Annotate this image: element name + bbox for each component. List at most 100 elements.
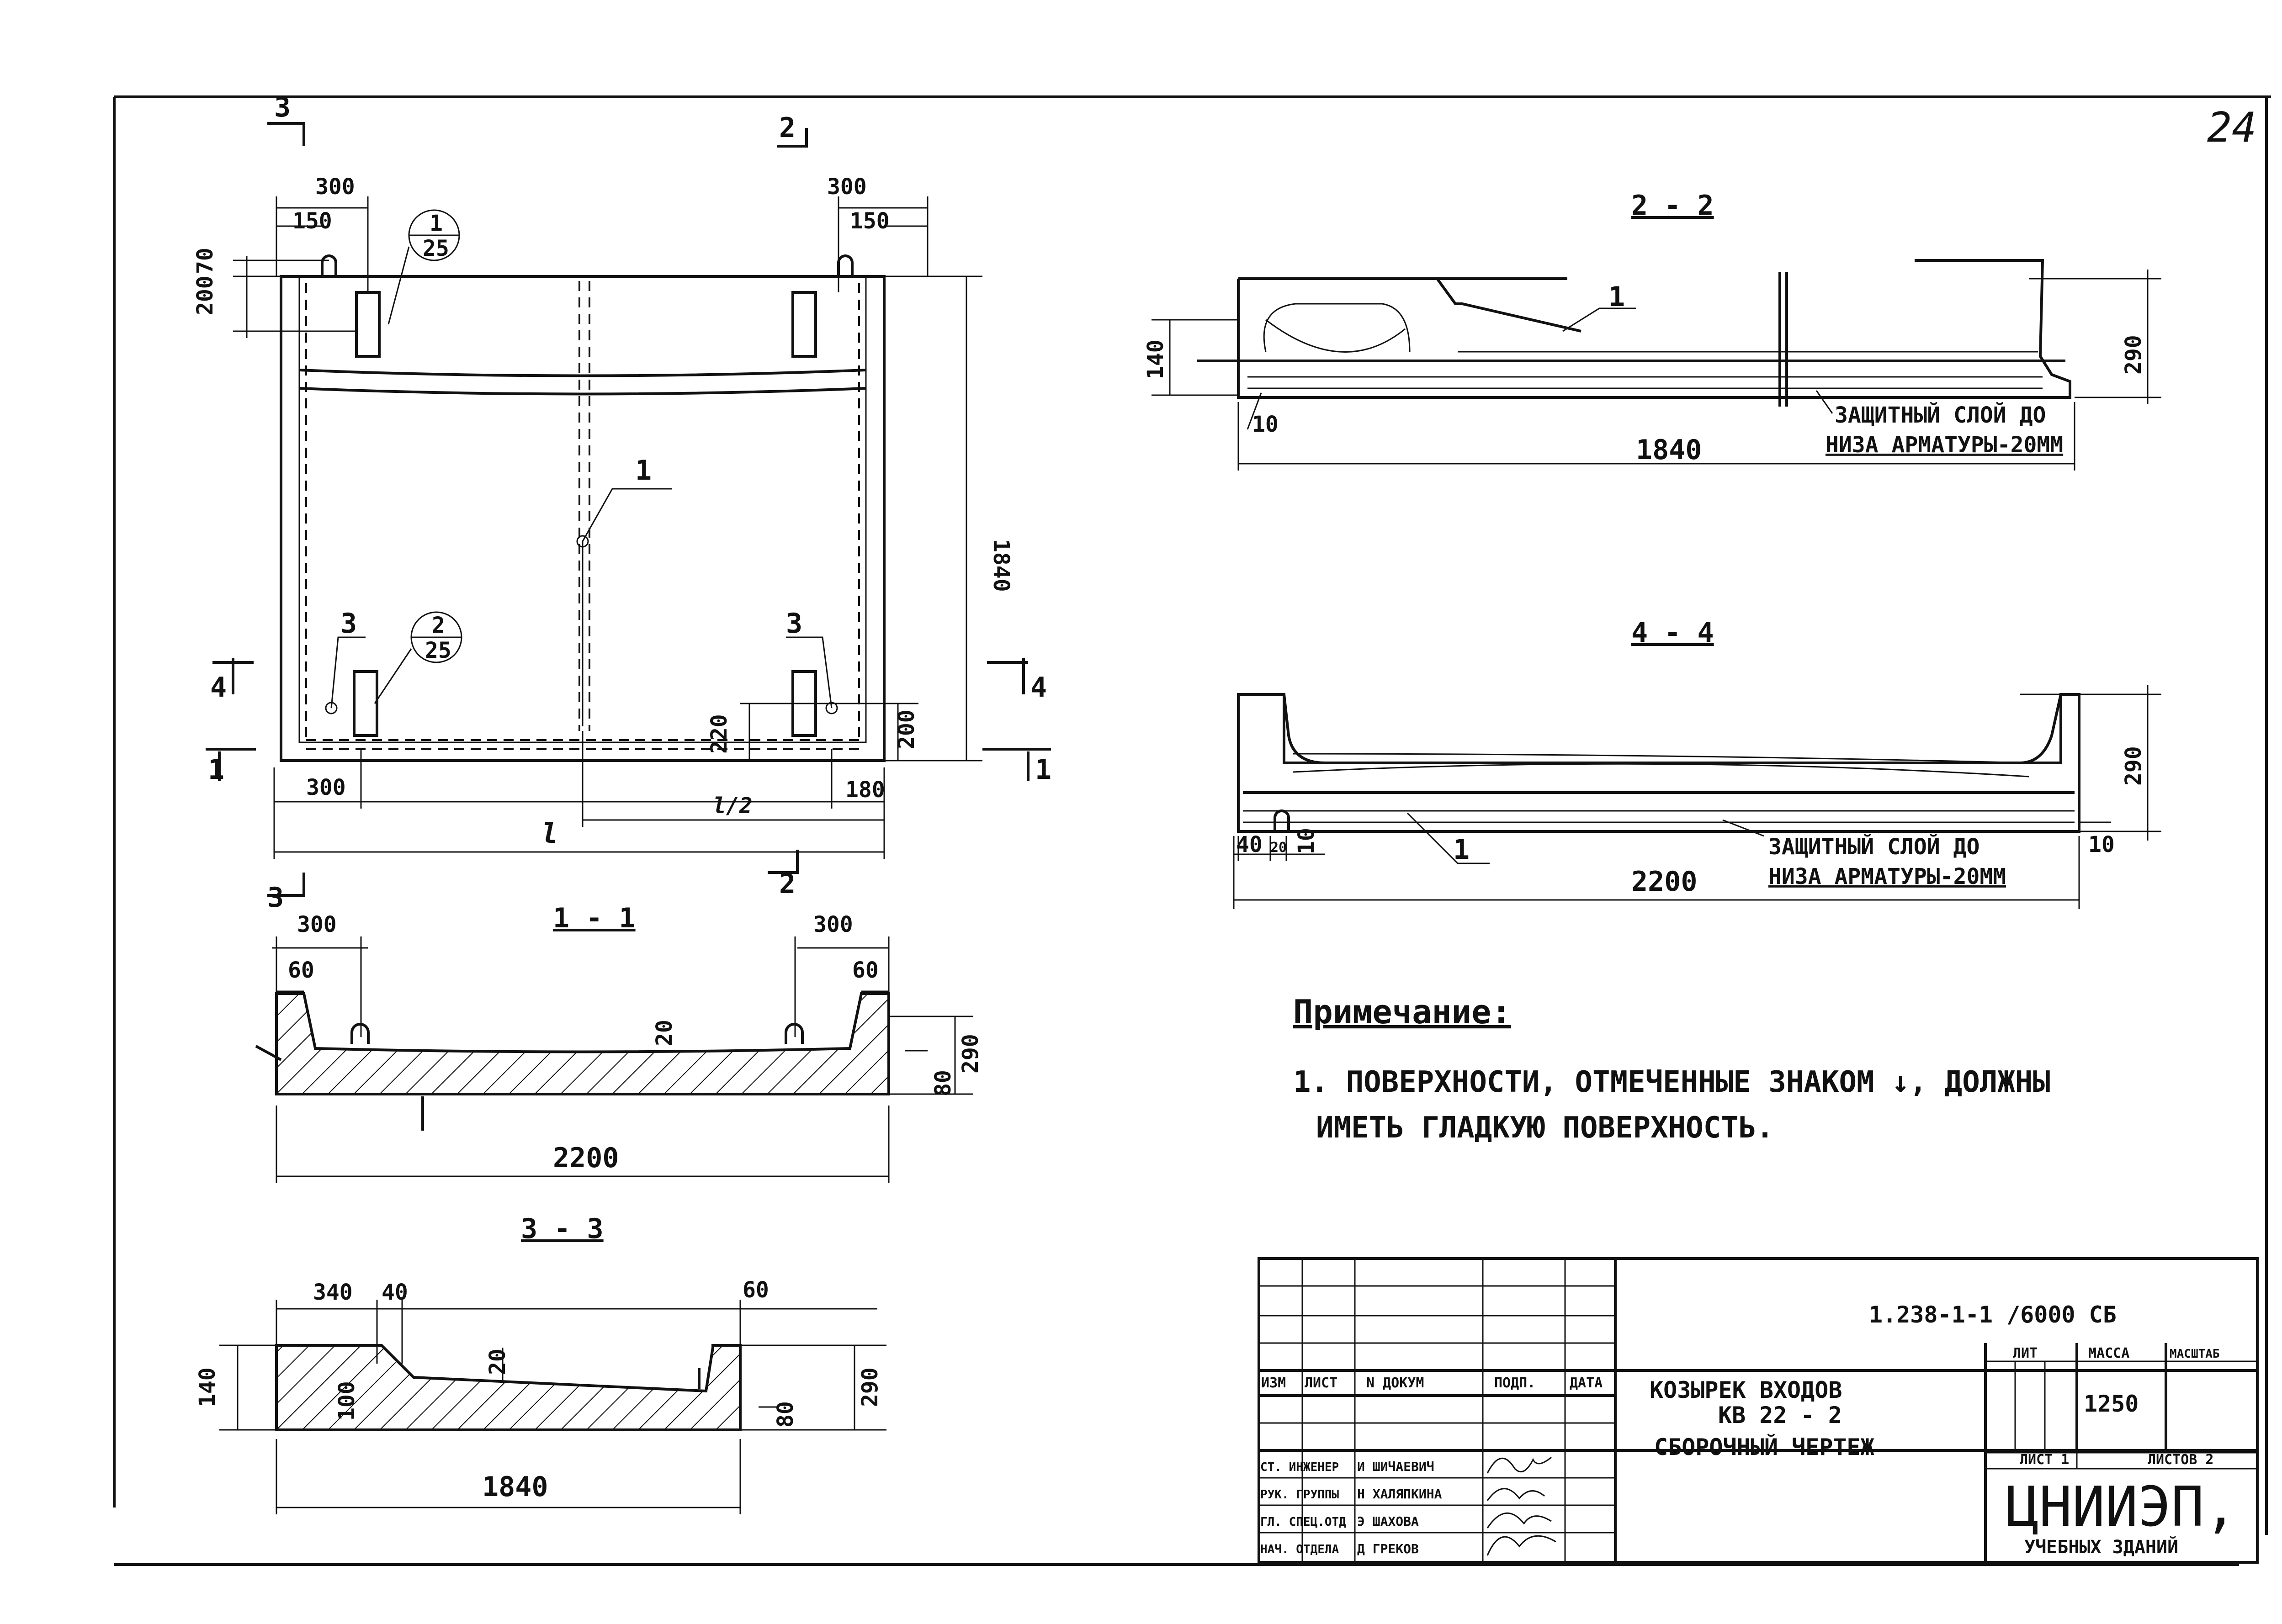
header-doc-number: N ДОКУМ (1366, 1375, 1424, 1391)
dim-300: 300 (297, 912, 337, 937)
dim-300: 300 (813, 912, 853, 937)
dim-10: 10 (1294, 828, 1319, 854)
page-number: 24 (2207, 104, 2256, 152)
dim-20: 20 (485, 1349, 510, 1375)
section-4-4 (1233, 685, 2161, 909)
dim-290: 290 (2121, 335, 2146, 375)
dim-150: 150 (292, 208, 332, 234)
mass-value: 1250 (2084, 1391, 2139, 1417)
section-2-2 (1152, 259, 2161, 471)
cut-4-right: 4 (1030, 672, 1047, 704)
title-block (1258, 1257, 2259, 1564)
dim-140: 140 (195, 1367, 220, 1407)
signature (1486, 1535, 1556, 1556)
dim-340: 340 (313, 1280, 353, 1305)
organization-sub: УЧЕБНЫХ ЗДАНИЙ (2024, 1536, 2178, 1558)
cut-1-right: 1 (1035, 754, 1051, 786)
callout-1-top: 1 (430, 211, 443, 236)
callout-1-bottom: 25 (423, 236, 449, 261)
document-code: 1.238-1-1 /6000 СБ (1869, 1301, 2117, 1328)
dim-20: 20 (1270, 840, 1287, 856)
note-line: 1. ПОВЕРХНОСТИ, ОТМЕЧЕННЫЕ ЗНАКОМ ↓, ДОЛ… (1293, 1065, 2050, 1099)
note-heading: Примечание: (1293, 993, 1511, 1031)
dim-100: 100 (334, 1381, 360, 1421)
dim-150: 150 (850, 208, 890, 234)
signature (1486, 1512, 1552, 1529)
name: Д ГРЕКОВ (1357, 1541, 1419, 1556)
dim-2200: 2200 (1631, 866, 1698, 898)
cut-4-left: 4 (210, 672, 227, 704)
drawing-mark: КВ 22 - 2 (1718, 1402, 1842, 1428)
organization: ЦНИИЭП, (2006, 1476, 2237, 1539)
dim-300: 300 (306, 775, 346, 800)
section-title: 4 - 4 (1631, 617, 1714, 649)
marker-3: 3 (786, 608, 802, 640)
dim-20: 20 (652, 1020, 677, 1046)
dim-300: 300 (827, 174, 867, 200)
cut-2-bottom: 2 (779, 868, 796, 900)
dim-180: 180 (845, 777, 885, 803)
cut-1-left: 1 (208, 754, 224, 786)
dim-290: 290 (958, 1034, 983, 1074)
dim-300: 300 (315, 174, 355, 200)
dim-290: 290 (2121, 746, 2146, 786)
cut-3-bottom: 3 (267, 882, 284, 914)
dim-1840: 1840 (988, 539, 1014, 592)
role: РУК. ГРУППЫ (1260, 1488, 1339, 1502)
header-signature: ПОДП. (1494, 1375, 1535, 1391)
title-block-text: ИЗМ ЛИСТ N ДОКУМ ПОДП. ДАТА СТ. ИНЖЕНЕР … (1260, 1301, 2237, 1558)
col-lit: ЛИТ (2013, 1345, 2038, 1361)
dim-290: 290 (857, 1367, 883, 1407)
drawing-subtitle: СБОРОЧНЫЙ ЧЕРТЕЖ (1654, 1434, 1874, 1460)
callout-2-bottom: 25 (425, 638, 451, 663)
dim-140: 140 (1143, 339, 1168, 379)
section-3-3 (219, 1300, 886, 1514)
name: Э ШАХОВА (1357, 1514, 1419, 1529)
dim-l-half: l/2 (713, 793, 753, 819)
protective-layer-note: НИЗА АРМАТУРЫ-20ММ (1768, 864, 2006, 889)
protective-layer-note: ЗАЩИТНЫЙ СЛОЙ ДО (1768, 834, 1980, 860)
section-title: 2 - 2 (1631, 190, 1714, 222)
dim-2200: 2200 (553, 1142, 619, 1174)
cut-2-top: 2 (779, 112, 796, 144)
header-date: ДАТА (1570, 1375, 1603, 1391)
dim-l: l (541, 818, 558, 850)
dim-10: 10 (1252, 412, 1279, 437)
sheet-number: ЛИСТ 1 (2020, 1452, 2069, 1468)
marker-1: 1 (1453, 834, 1470, 866)
dim-10: 10 (2088, 832, 2115, 857)
role: НАЧ. ОТДЕЛА (1260, 1543, 1339, 1556)
marker-1: 1 (635, 455, 652, 487)
signature (1486, 1456, 1552, 1474)
section-1-1 (255, 936, 973, 1183)
dim-200: 200 (192, 275, 218, 315)
drawing-title: КОЗЫРЕК ВХОДОВ (1650, 1377, 1842, 1403)
protective-layer-note: ЗАЩИТНЫЙ СЛОЙ ДО (1835, 402, 2046, 428)
signature (1486, 1488, 1545, 1501)
callout-2-top: 2 (432, 613, 445, 638)
marker-1: 1 (1608, 281, 1625, 313)
dim-60: 60 (288, 957, 314, 983)
note-line: ИМЕТЬ ГЛАДКУЮ ПОВЕРХНОСТЬ. (1316, 1111, 1774, 1145)
name: И ШИЧАЕВИЧ (1357, 1459, 1434, 1474)
dim-80: 80 (930, 1070, 956, 1096)
dim-200: 200 (894, 709, 919, 749)
sheet-frame (113, 95, 2271, 1566)
dim-70: 70 (192, 248, 218, 274)
dim-60: 60 (852, 957, 879, 983)
dim-1840: 1840 (1636, 434, 1702, 466)
role: СТ. ИНЖЕНЕР (1260, 1460, 1339, 1474)
name: Н ХАЛЯПКИНА (1357, 1486, 1442, 1502)
section-title: 1 - 1 (553, 902, 636, 934)
plan-view (206, 122, 1051, 897)
dim-220: 220 (706, 714, 732, 754)
total-sheets: ЛИСТОВ 2 (2148, 1452, 2214, 1468)
dim-80: 80 (773, 1401, 798, 1428)
marker-3: 3 (340, 608, 357, 640)
dim-1840: 1840 (482, 1471, 548, 1503)
col-scale: МАСШТАБ (2170, 1347, 2220, 1361)
dim-40: 40 (382, 1280, 408, 1305)
role: ГЛ. СПЕЦ.ОТД (1260, 1515, 1346, 1529)
header-sheet: ЛИСТ (1305, 1375, 1337, 1391)
